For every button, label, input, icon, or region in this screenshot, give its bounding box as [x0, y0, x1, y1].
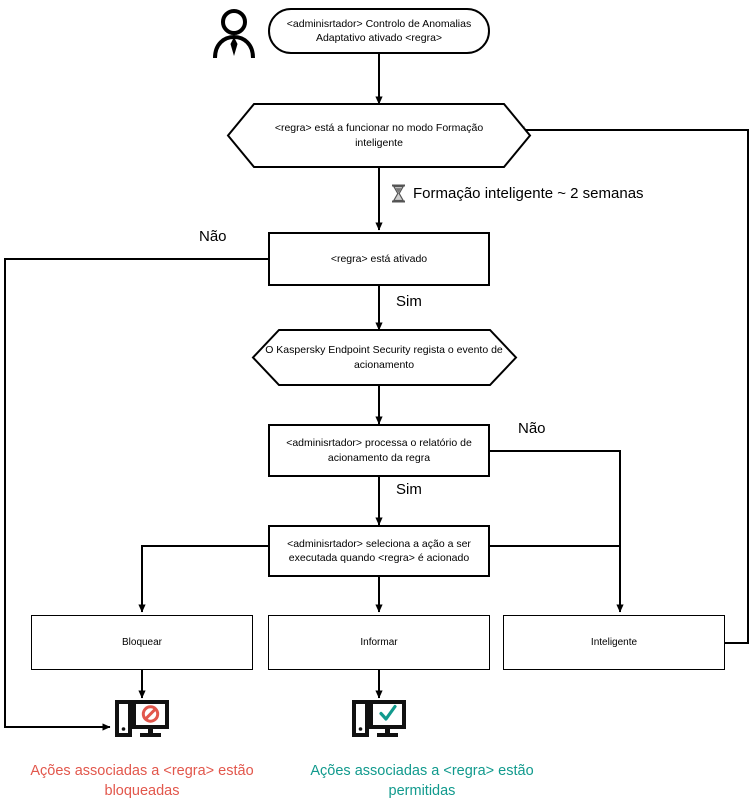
edge-label-yes-report: Sim — [396, 481, 422, 498]
node-admin-selects-action[interactable]: <adminisrtador> seleciona a ação a ser e… — [268, 525, 490, 577]
node-training-mode-label: <regra> está a funcionar no modo Formaçã… — [274, 122, 484, 149]
node-action-smart[interactable]: Inteligente — [503, 615, 725, 670]
node-admin-processes-report-label: <adminisrtador> processa o relatório de … — [286, 437, 472, 464]
node-action-inform-label: Informar — [360, 637, 398, 648]
node-action-block-label: Bloquear — [121, 637, 163, 648]
node-rule-enabled-label: <regra> está ativado — [330, 252, 428, 265]
hourglass-icon — [392, 184, 405, 203]
edge-select-to-smart — [490, 545, 621, 612]
hexagon-training-mode — [226, 103, 532, 168]
edge-no-rule-enabled — [4, 258, 268, 731]
edge-label-no-report: Não — [518, 420, 546, 437]
node-rule-enabled[interactable]: <regra> está ativado — [268, 232, 490, 286]
outcome-allowed-caption: Ações associadas a <regra> estão permiti… — [310, 763, 534, 799]
node-training-mode[interactable]: <regra> está a funcionar no modo Formaçã… — [254, 104, 504, 167]
node-admin-processes-report[interactable]: <adminisrtador> processa o relatório de … — [268, 424, 490, 477]
node-action-smart-label: Inteligente — [590, 637, 638, 648]
node-action-inform[interactable]: Informar — [268, 615, 490, 670]
computer-allowed-icon — [352, 700, 406, 737]
edge-label-yes-rule-enabled: Sim — [396, 293, 422, 310]
hexagon-kes-logs — [251, 329, 518, 386]
edge-smart-loopback — [516, 126, 749, 644]
edge-select-to-block — [138, 545, 268, 613]
node-kes-logs-event-label: O Kaspersky Endpoint Security regista o … — [265, 344, 503, 371]
node-kes-logs-event[interactable]: O Kaspersky Endpoint Security regista o … — [248, 330, 520, 385]
computer-blocked-icon — [115, 700, 169, 737]
node-admin-selects-action-label: <adminisrtador> seleciona a ação a ser e… — [287, 537, 471, 564]
outcome-blocked-caption: Ações associadas a <regra> estão bloquea… — [30, 763, 254, 799]
edge-label-no-rule-enabled: Não — [199, 228, 227, 245]
node-start[interactable]: <adminisrtador> Controlo de Anomalias Ad… — [268, 8, 490, 54]
edge-no-report — [490, 450, 624, 613]
training-duration-annotation: Formação inteligente ~ 2 semanas — [391, 184, 644, 203]
node-action-block[interactable]: Bloquear — [31, 615, 253, 670]
person-icon — [213, 9, 255, 59]
training-duration-label: Formação inteligente ~ 2 semanas — [413, 185, 644, 202]
node-start-label: <adminisrtador> Controlo de Anomalias Ad… — [286, 17, 472, 44]
